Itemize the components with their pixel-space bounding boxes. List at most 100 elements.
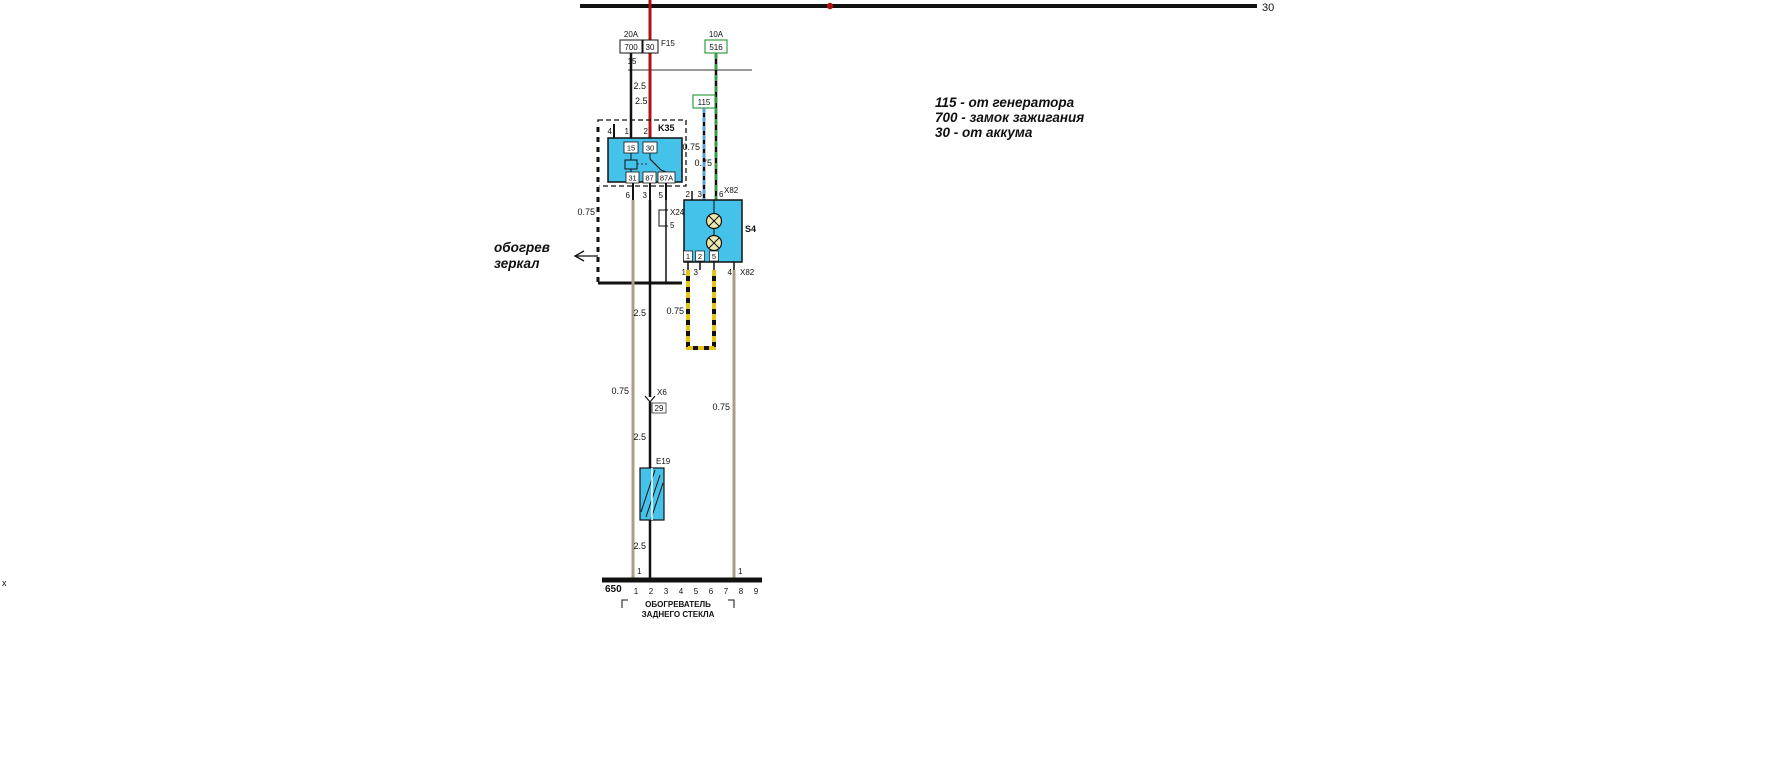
x6-pin: 29 <box>655 404 664 413</box>
gauge-ignition: 2.5 <box>635 96 648 106</box>
bus-pin-8: 8 <box>739 587 744 596</box>
bus-caption-line1: ОБОГРЕВАТЕЛЬ <box>645 600 711 609</box>
supply-section: 20A 700 30 F15 15 2.5 2.5 10A 516 0.75 1… <box>619 0 752 200</box>
bus-pin-9: 9 <box>754 587 759 596</box>
relay-pin3-label: 3 <box>643 191 648 200</box>
s4-pin-bottom-4: 4 <box>728 268 733 277</box>
mirror-heating-branch: 0.75 обогрев зеркал <box>494 122 682 285</box>
s4-term-box-5 <box>709 250 719 262</box>
x6-pin-box <box>651 402 667 414</box>
switch-s4-name: S4 <box>745 224 756 234</box>
s4-pin-bottom-1: 1 <box>682 268 687 277</box>
legend-line-3: 30 - от аккума <box>935 125 1033 140</box>
x6-name: X6 <box>657 388 667 397</box>
s4-connector-top-label: X82 <box>724 186 739 195</box>
left-ground-wire: 0.75 1 <box>611 200 642 580</box>
s4-pin-top-6: 6 <box>719 190 724 199</box>
striped-wire-overlay <box>686 270 716 350</box>
s4-pin-top-2: 2 <box>686 190 691 199</box>
relay-terminal-87-label: 87 <box>645 174 653 183</box>
bus-pin-5: 5 <box>694 587 699 596</box>
x24-pin: 5 <box>670 221 675 230</box>
bottom-bus-code: 650 <box>605 584 622 595</box>
fuse-f15-source-label: 700 <box>624 43 638 52</box>
s4-term-box-1 <box>683 250 693 262</box>
s4-lamp-1-cross-b <box>708 215 720 227</box>
center-feed-wire: 2.5 X6 29 2.5 E19 2.5 <box>633 200 671 580</box>
mirror-arrow-head <box>573 250 585 262</box>
gauge-center-bottom: 2.5 <box>633 541 646 551</box>
legend-line-1: 115 - от генератора <box>935 95 1075 110</box>
relay-pin2-label: 2 <box>644 127 649 136</box>
e19-hatch-2 <box>645 474 661 518</box>
switch-s4-body <box>683 199 743 263</box>
relay-pin4-label: 4 <box>608 127 613 136</box>
gauge-center-top: 2.5 <box>633 308 646 318</box>
fuse-f15-terminal-box <box>642 39 659 54</box>
gauge-red: 2.5 <box>633 81 646 91</box>
right-wire-pin: 1 <box>738 567 743 576</box>
fuse-f15-name: F15 <box>661 39 675 48</box>
relay-k35-name: K35 <box>658 123 675 133</box>
mirror-note-line1: обогрев <box>494 240 550 255</box>
fuse-516-label: 516 <box>709 43 723 52</box>
bus-caption-line2: ЗАДНЕГО СТЕКЛА <box>642 610 715 619</box>
relay-terminal-31-label: 31 <box>628 174 636 183</box>
relay-pin1-label: 1 <box>625 127 630 136</box>
bus-pin-2: 2 <box>649 587 654 596</box>
top-bus: 30 <box>580 2 1274 14</box>
bus-pin-1: 1 <box>634 587 639 596</box>
gauge-right-ground: 0.75 <box>712 402 730 412</box>
caption-bracket-left <box>621 599 628 608</box>
s4-lamp-2-cross-b <box>708 237 720 249</box>
top-bus-label: 30 <box>1262 2 1274 14</box>
bus-pin-7: 7 <box>724 587 729 596</box>
e19-hatch-3 <box>650 482 664 520</box>
relay-terminal-30-label: 30 <box>646 144 654 153</box>
bottom-bus: 650 1 2 3 4 5 6 7 8 9 ОБОГРЕВАТЕЛЬ ЗАДНЕ… <box>602 577 762 619</box>
bus-pin-6: 6 <box>709 587 714 596</box>
mirror-note-line2: зеркал <box>494 256 540 271</box>
fuse-f15-terminal-label: 30 <box>646 43 655 52</box>
relay-pin5-label: 5 <box>659 191 664 200</box>
gauge-blue: 0.75 <box>682 142 700 152</box>
bus-junction-dot <box>826 2 834 10</box>
artifact-mark: x <box>2 578 7 588</box>
relay-k35: 4 1 2 K35 15 30 31 87 87A 6 3 5 <box>597 119 687 200</box>
s4-term-bottom-5: 5 <box>712 252 716 261</box>
legend-line-2: 700 - замок зажигания <box>935 110 1084 125</box>
s4-term-bottom-2: 2 <box>698 252 702 261</box>
fuse-516-rating: 10A <box>709 30 724 39</box>
gauge-striped: 0.75 <box>666 306 684 316</box>
s4-pin-top-3: 3 <box>698 190 703 199</box>
s4-term-bottom-1: 1 <box>686 252 690 261</box>
relay-pin6-label: 6 <box>626 191 631 200</box>
striped-wire: 0.75 <box>666 270 716 350</box>
fuse-f15-rating: 20A <box>624 30 639 39</box>
s4-term-box-2 <box>695 250 705 262</box>
right-ground-wire: 0.75 1 <box>712 270 743 580</box>
x24-name: X24 <box>670 208 685 217</box>
gauge-left-ground: 0.75 <box>611 386 629 396</box>
switch-s4: 2 3 6 X82 S4 1 2 5 1 3 4 X82 <box>682 186 756 277</box>
bus-pin-4: 4 <box>679 587 684 596</box>
gauge-mirror-branch: 0.75 <box>577 207 595 217</box>
relay-terminal-87a-label: 87A <box>660 174 673 183</box>
fuse-f15-source-box <box>619 39 643 54</box>
relay-terminal-15-label: 15 <box>627 144 635 153</box>
source-115-label: 115 <box>698 98 711 107</box>
caption-bracket-right <box>728 599 735 608</box>
connector-x24: X24 5 <box>658 200 685 283</box>
s4-connector-bottom-label: X82 <box>740 268 755 277</box>
s4-pin-bottom-3: 3 <box>694 268 699 277</box>
gauge-center-mid: 2.5 <box>633 432 646 442</box>
x24-symbol <box>658 209 668 227</box>
left-wire-pin: 1 <box>637 567 642 576</box>
bus-pin-3: 3 <box>664 587 669 596</box>
fuse-f15-out-terminal: 15 <box>628 57 637 66</box>
relay-contact-arm <box>649 158 662 171</box>
e19-name: E19 <box>656 457 671 466</box>
striped-wire-base <box>686 270 716 350</box>
